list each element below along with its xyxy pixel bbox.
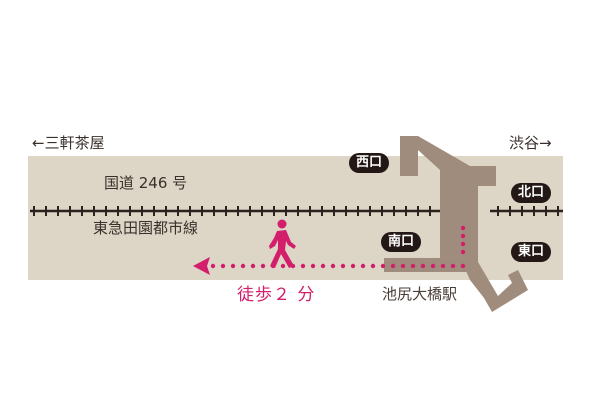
station-building xyxy=(384,136,528,312)
direction-shibuya: 渋谷→ xyxy=(509,134,552,152)
walk-time-label: 徒歩２ 分 xyxy=(237,285,316,305)
station-name: 池尻大橋駅 xyxy=(382,285,458,303)
exit-south-badge: 南口 xyxy=(381,232,422,252)
exit-west-badge: 西口 xyxy=(349,153,390,173)
exit-north-badge: 北口 xyxy=(511,183,552,203)
railway-line xyxy=(30,206,563,216)
arrow-left-icon xyxy=(193,257,210,275)
rail-line-label: 東急田園都市線 xyxy=(93,219,199,237)
direction-sangenjaya: ←三軒茶屋 xyxy=(32,134,105,152)
exit-east-badge: 東口 xyxy=(511,242,552,262)
pedestrian-icon xyxy=(269,219,296,268)
road-label: 国道 246 号 xyxy=(104,174,188,192)
